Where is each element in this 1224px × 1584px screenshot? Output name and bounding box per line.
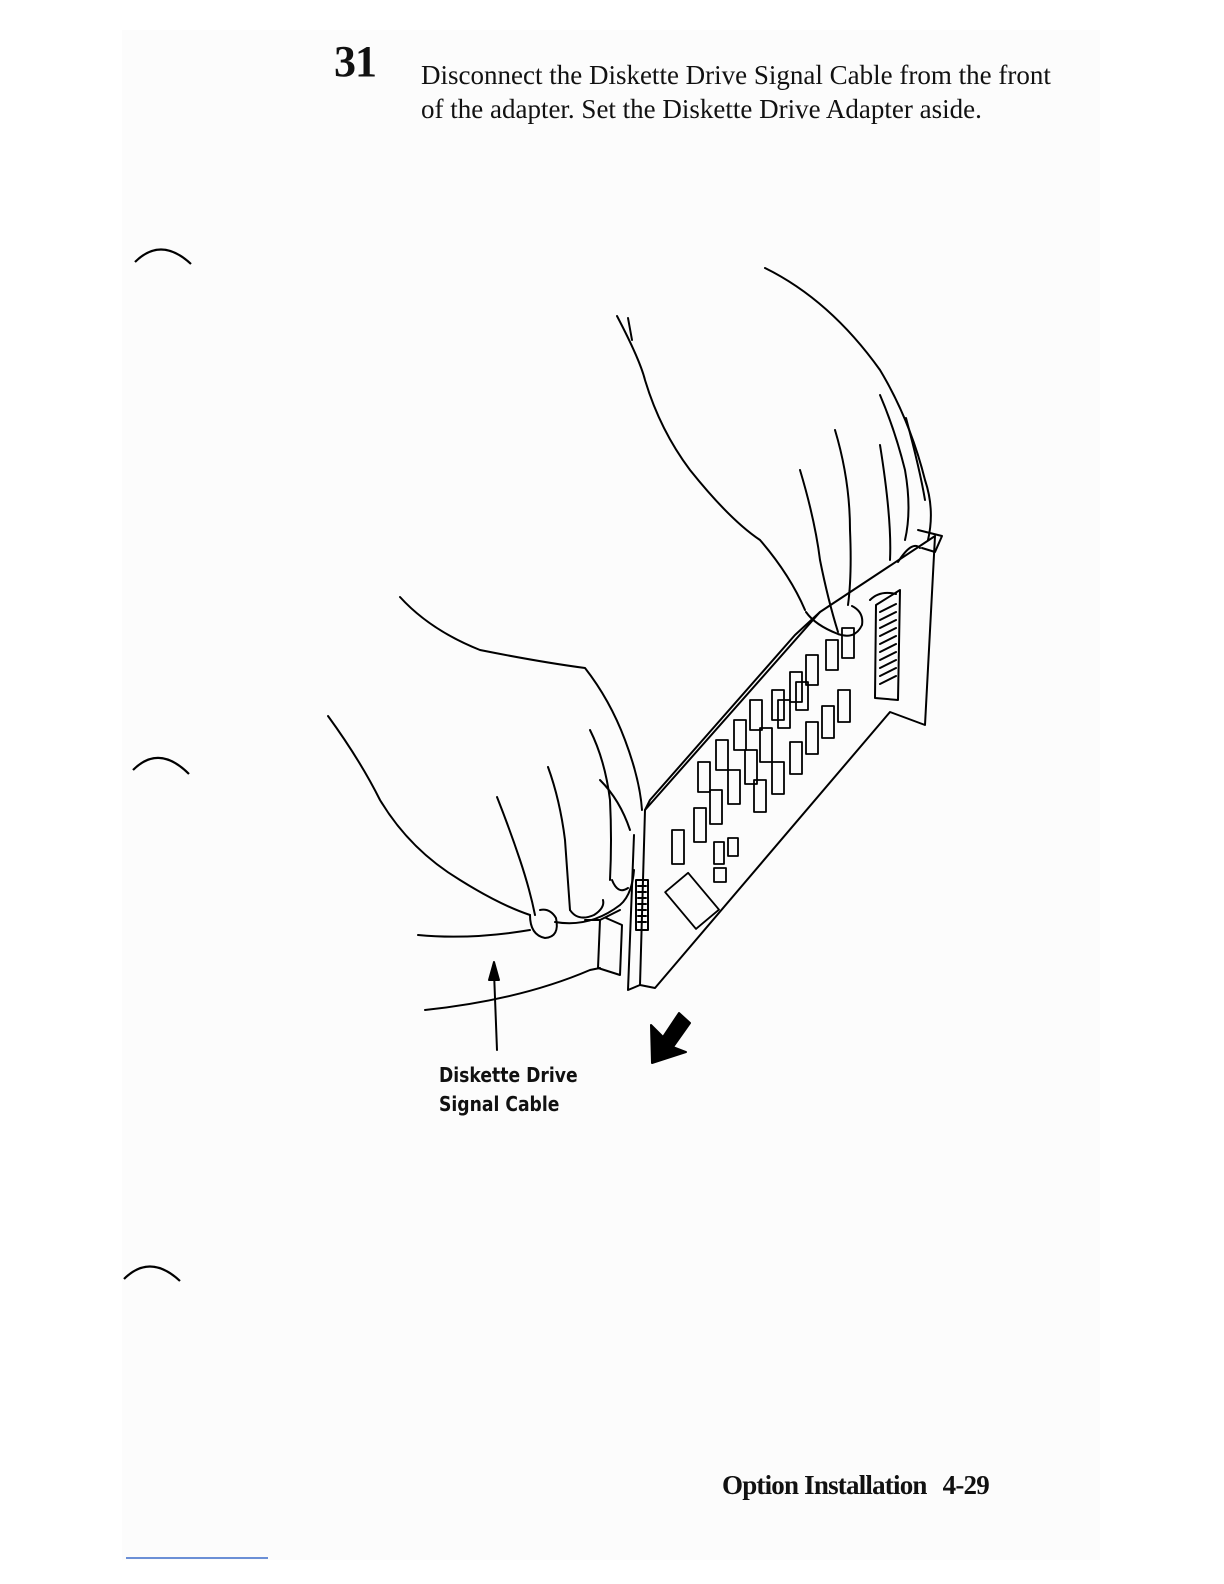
right-hand-drawing [617, 268, 931, 636]
diskette-drive-adapter-card [628, 530, 942, 990]
adapter-removal-illustration [300, 260, 1000, 1140]
left-hand-drawing [328, 597, 642, 938]
signal-cable-callout: Diskette Drive Signal Cable [439, 1061, 578, 1119]
step-instruction: Disconnect the Diskette Drive Signal Cab… [421, 58, 1061, 126]
removal-direction-arrow [651, 1013, 690, 1063]
binder-hole-mark-top [133, 240, 193, 272]
step-number: 31 [334, 40, 376, 84]
callout-pointer [489, 962, 499, 1050]
binder-hole-mark-middle [131, 748, 191, 780]
callout-line-1: Diskette Drive [439, 1061, 578, 1090]
page-number: 4-29 [943, 1470, 989, 1500]
binder-hole-mark-bottom [122, 1257, 182, 1289]
footer-section-title: Option Installation [722, 1470, 927, 1500]
bottom-rule-divider [126, 1557, 268, 1559]
callout-line-2: Signal Cable [439, 1090, 578, 1119]
signal-cable-drawing [425, 910, 622, 1010]
page-footer: Option Installation 4-29 [722, 1470, 989, 1501]
